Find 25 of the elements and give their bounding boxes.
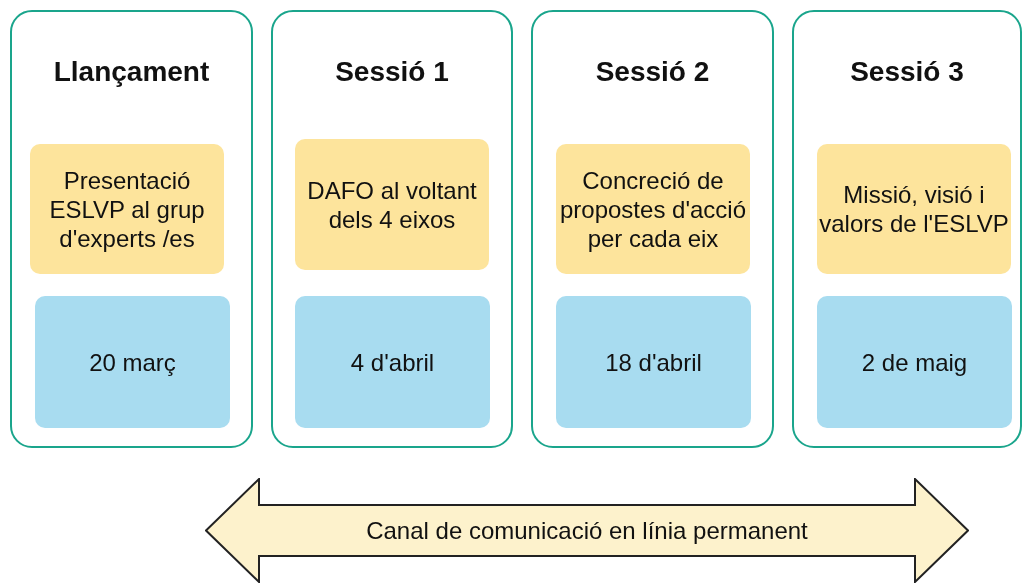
date-text: 2 de maig <box>861 347 968 377</box>
activity-text: Concreció de propostes d'acció per cada eix <box>559 165 747 253</box>
date-box <box>817 296 1012 428</box>
session-title: Llançament <box>52 56 211 88</box>
activity-text: Missió, visió i valors de l'ESLVP <box>818 180 1010 238</box>
session-card <box>792 10 1022 448</box>
session-title: Sessió 3 <box>849 56 965 88</box>
session-card <box>531 10 774 448</box>
date-box <box>556 296 751 428</box>
session-card <box>271 10 513 448</box>
activity-box <box>817 144 1011 274</box>
activity-box <box>556 144 750 274</box>
activity-text: DAFO al voltant dels 4 eixos <box>306 175 478 234</box>
session-title: Sessió 2 <box>594 56 711 88</box>
date-text: 18 d'abril <box>605 347 702 377</box>
channel-label: Canal de comunicació en línia permanent <box>366 516 808 545</box>
date-text: 4 d'abril <box>350 347 435 377</box>
session-title: Sessió 1 <box>334 56 450 88</box>
activity-box <box>30 144 224 274</box>
date-box <box>295 296 490 428</box>
activity-text: Presentació ESLVP al grup d'experts /es <box>48 165 206 253</box>
date-box <box>35 296 230 428</box>
session-card <box>10 10 253 448</box>
activity-box <box>295 139 489 270</box>
date-text: 20 març <box>89 347 176 377</box>
